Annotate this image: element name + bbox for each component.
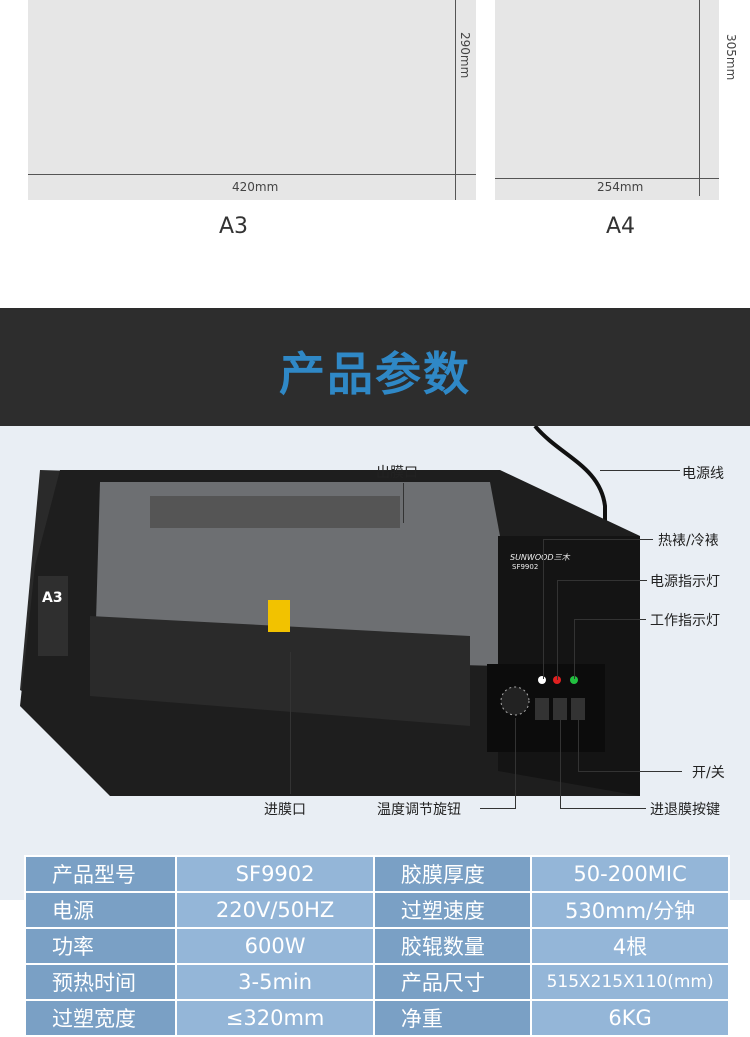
callout-fwd-rev: 进退膜按键 — [650, 802, 720, 818]
a4-sheet — [495, 0, 719, 200]
spec-value: 220V/50HZ — [175, 891, 375, 929]
a4-height-line — [699, 0, 700, 196]
spec-value: SF9902 — [175, 855, 375, 893]
power-light — [553, 676, 561, 684]
spec-value: ≤320mm — [175, 999, 375, 1037]
model-print: SF9902 — [512, 563, 539, 571]
spec-key: 胶辊数量 — [372, 927, 533, 965]
callout-power-light: 电源指示灯 — [650, 574, 720, 590]
a4-label: A4 — [606, 214, 636, 239]
brand-logo: SUNWOOD三木 — [510, 553, 570, 562]
spec-key: 电源 — [23, 891, 178, 929]
spec-key: 产品型号 — [23, 855, 178, 893]
model-badge: A3 — [42, 590, 63, 606]
a3-width-line — [28, 174, 476, 175]
fwd-button — [535, 698, 549, 720]
spec-key: 胶膜厚度 — [372, 855, 533, 893]
a3-height-label: 290mm — [458, 32, 472, 79]
callout-line — [600, 470, 680, 471]
side-label — [38, 576, 68, 656]
power-cord — [533, 426, 607, 546]
a3-label: A3 — [219, 214, 249, 239]
spec-key: 功率 — [23, 927, 178, 965]
spec-value: 6KG — [530, 999, 730, 1037]
spec-value: 530mm/分钟 — [530, 891, 730, 929]
temp-knob — [500, 686, 530, 716]
a3-sheet — [28, 0, 476, 200]
callout-line — [578, 771, 682, 772]
section-header: 产品参数 — [0, 308, 750, 426]
callout-line — [560, 808, 646, 809]
callout-line — [574, 619, 575, 679]
spec-key: 过塑速度 — [372, 891, 533, 929]
spec-value: 50-200MIC — [530, 855, 730, 893]
spec-key: 产品尺寸 — [372, 963, 533, 1001]
callout-film-inlet: 进膜口 — [264, 802, 306, 818]
hot-cold-switch — [538, 676, 546, 684]
callout-line — [515, 718, 516, 808]
callout-line — [557, 580, 558, 680]
callout-work-light: 工作指示灯 — [650, 613, 720, 629]
warning-label — [268, 600, 290, 632]
callout-on-off: 开/关 — [692, 765, 725, 781]
callout-line — [403, 483, 404, 523]
a3-height-line — [455, 0, 456, 200]
a4-height-label: 305mm — [724, 34, 738, 81]
spec-key: 预热时间 — [23, 963, 178, 1001]
callout-line — [480, 808, 516, 809]
callout-line — [560, 712, 561, 808]
callout-line — [543, 539, 653, 540]
callout-temp-knob: 温度调节旋钮 — [377, 802, 461, 818]
callout-power-cord: 电源线 — [682, 466, 724, 482]
spec-value: 600W — [175, 927, 375, 965]
callout-line — [557, 580, 647, 581]
callout-line — [543, 539, 544, 679]
callout-line — [578, 712, 579, 772]
rev-button — [553, 698, 567, 720]
spec-value: 4根 — [530, 927, 730, 965]
section-title: 产品参数 — [279, 347, 471, 401]
a3-width-label: 420mm — [232, 180, 279, 194]
callout-line — [290, 652, 291, 794]
vent-grille — [150, 496, 400, 528]
callout-line — [574, 619, 646, 620]
laminator-illustration — [20, 426, 640, 796]
spec-key: 净重 — [372, 999, 533, 1037]
a4-width-label: 254mm — [597, 180, 644, 194]
power-switch — [571, 698, 585, 720]
callout-hot-cold: 热裱/冷裱 — [658, 533, 719, 549]
spec-key: 过塑宽度 — [23, 999, 178, 1037]
callout-film-outlet: 出膜口 — [376, 465, 418, 481]
work-light — [570, 676, 578, 684]
spec-value: 515X215X110(mm) — [530, 963, 730, 1001]
a4-width-line — [495, 178, 719, 179]
spec-value: 3-5min — [175, 963, 375, 1001]
feed-tray — [90, 616, 470, 726]
